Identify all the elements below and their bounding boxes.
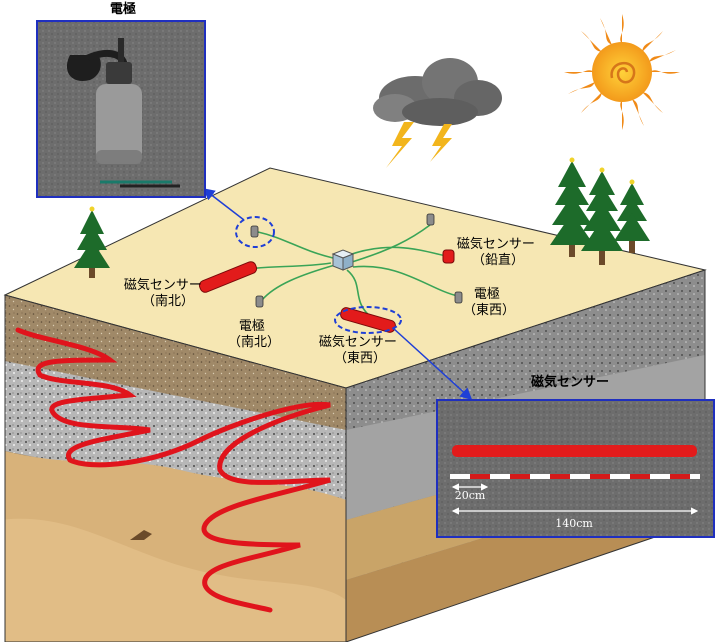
label-elec-ew: 電極 （東西） bbox=[463, 286, 515, 318]
cables bbox=[239, 224, 459, 319]
electrode-east-west-a bbox=[426, 213, 435, 226]
callout-electrode bbox=[235, 216, 275, 248]
tree-icon bbox=[550, 157, 594, 257]
dim-140cm-label: 140cm bbox=[555, 517, 593, 530]
lightning-icon bbox=[430, 124, 452, 162]
magnetic-sensor-photo: 磁気センサー 20cm 140cm bbox=[436, 374, 715, 538]
label-mag-ns: 磁気センサー （南北） bbox=[124, 277, 206, 309]
lightning-icon bbox=[386, 122, 414, 168]
callout-magnetic-sensor bbox=[334, 306, 402, 334]
magnetic-sensor-north-south bbox=[198, 261, 258, 293]
telluric-current bbox=[15, 327, 331, 613]
arrow-to-sensor-photo bbox=[392, 327, 473, 401]
electrode-east-west-b bbox=[454, 291, 463, 304]
magnetic-sensor-vertical bbox=[442, 249, 455, 264]
arrow-to-electrode-photo bbox=[202, 188, 245, 221]
tree-icon bbox=[581, 167, 623, 265]
fossil-fish bbox=[130, 530, 152, 540]
sun-icon bbox=[564, 14, 680, 130]
electrode-photo-object bbox=[66, 38, 180, 188]
tree-icon bbox=[74, 206, 110, 278]
label-mag-ew: 磁気センサー （東西） bbox=[319, 334, 401, 366]
dim-20cm-label: 20cm bbox=[455, 489, 486, 502]
front-face-outline bbox=[4, 294, 347, 642]
data-logger bbox=[331, 249, 355, 271]
electrode-north-south-b bbox=[255, 295, 264, 308]
sensor-photo-title: 磁気センサー bbox=[531, 374, 609, 390]
tree-icon bbox=[614, 179, 650, 253]
cloud-icon bbox=[373, 58, 502, 126]
electrode-north-south-a bbox=[250, 225, 259, 238]
electrode-photo-title: 電極 bbox=[110, 1, 136, 17]
sensor-photo-red-rod bbox=[452, 445, 697, 457]
label-elec-ns: 電極 （南北） bbox=[228, 318, 280, 350]
sensor-photo-scale-rod bbox=[450, 474, 700, 479]
label-mag-vertical: 磁気センサー （鉛直） bbox=[457, 236, 539, 268]
electrode-photo: 電極 bbox=[36, 1, 206, 198]
